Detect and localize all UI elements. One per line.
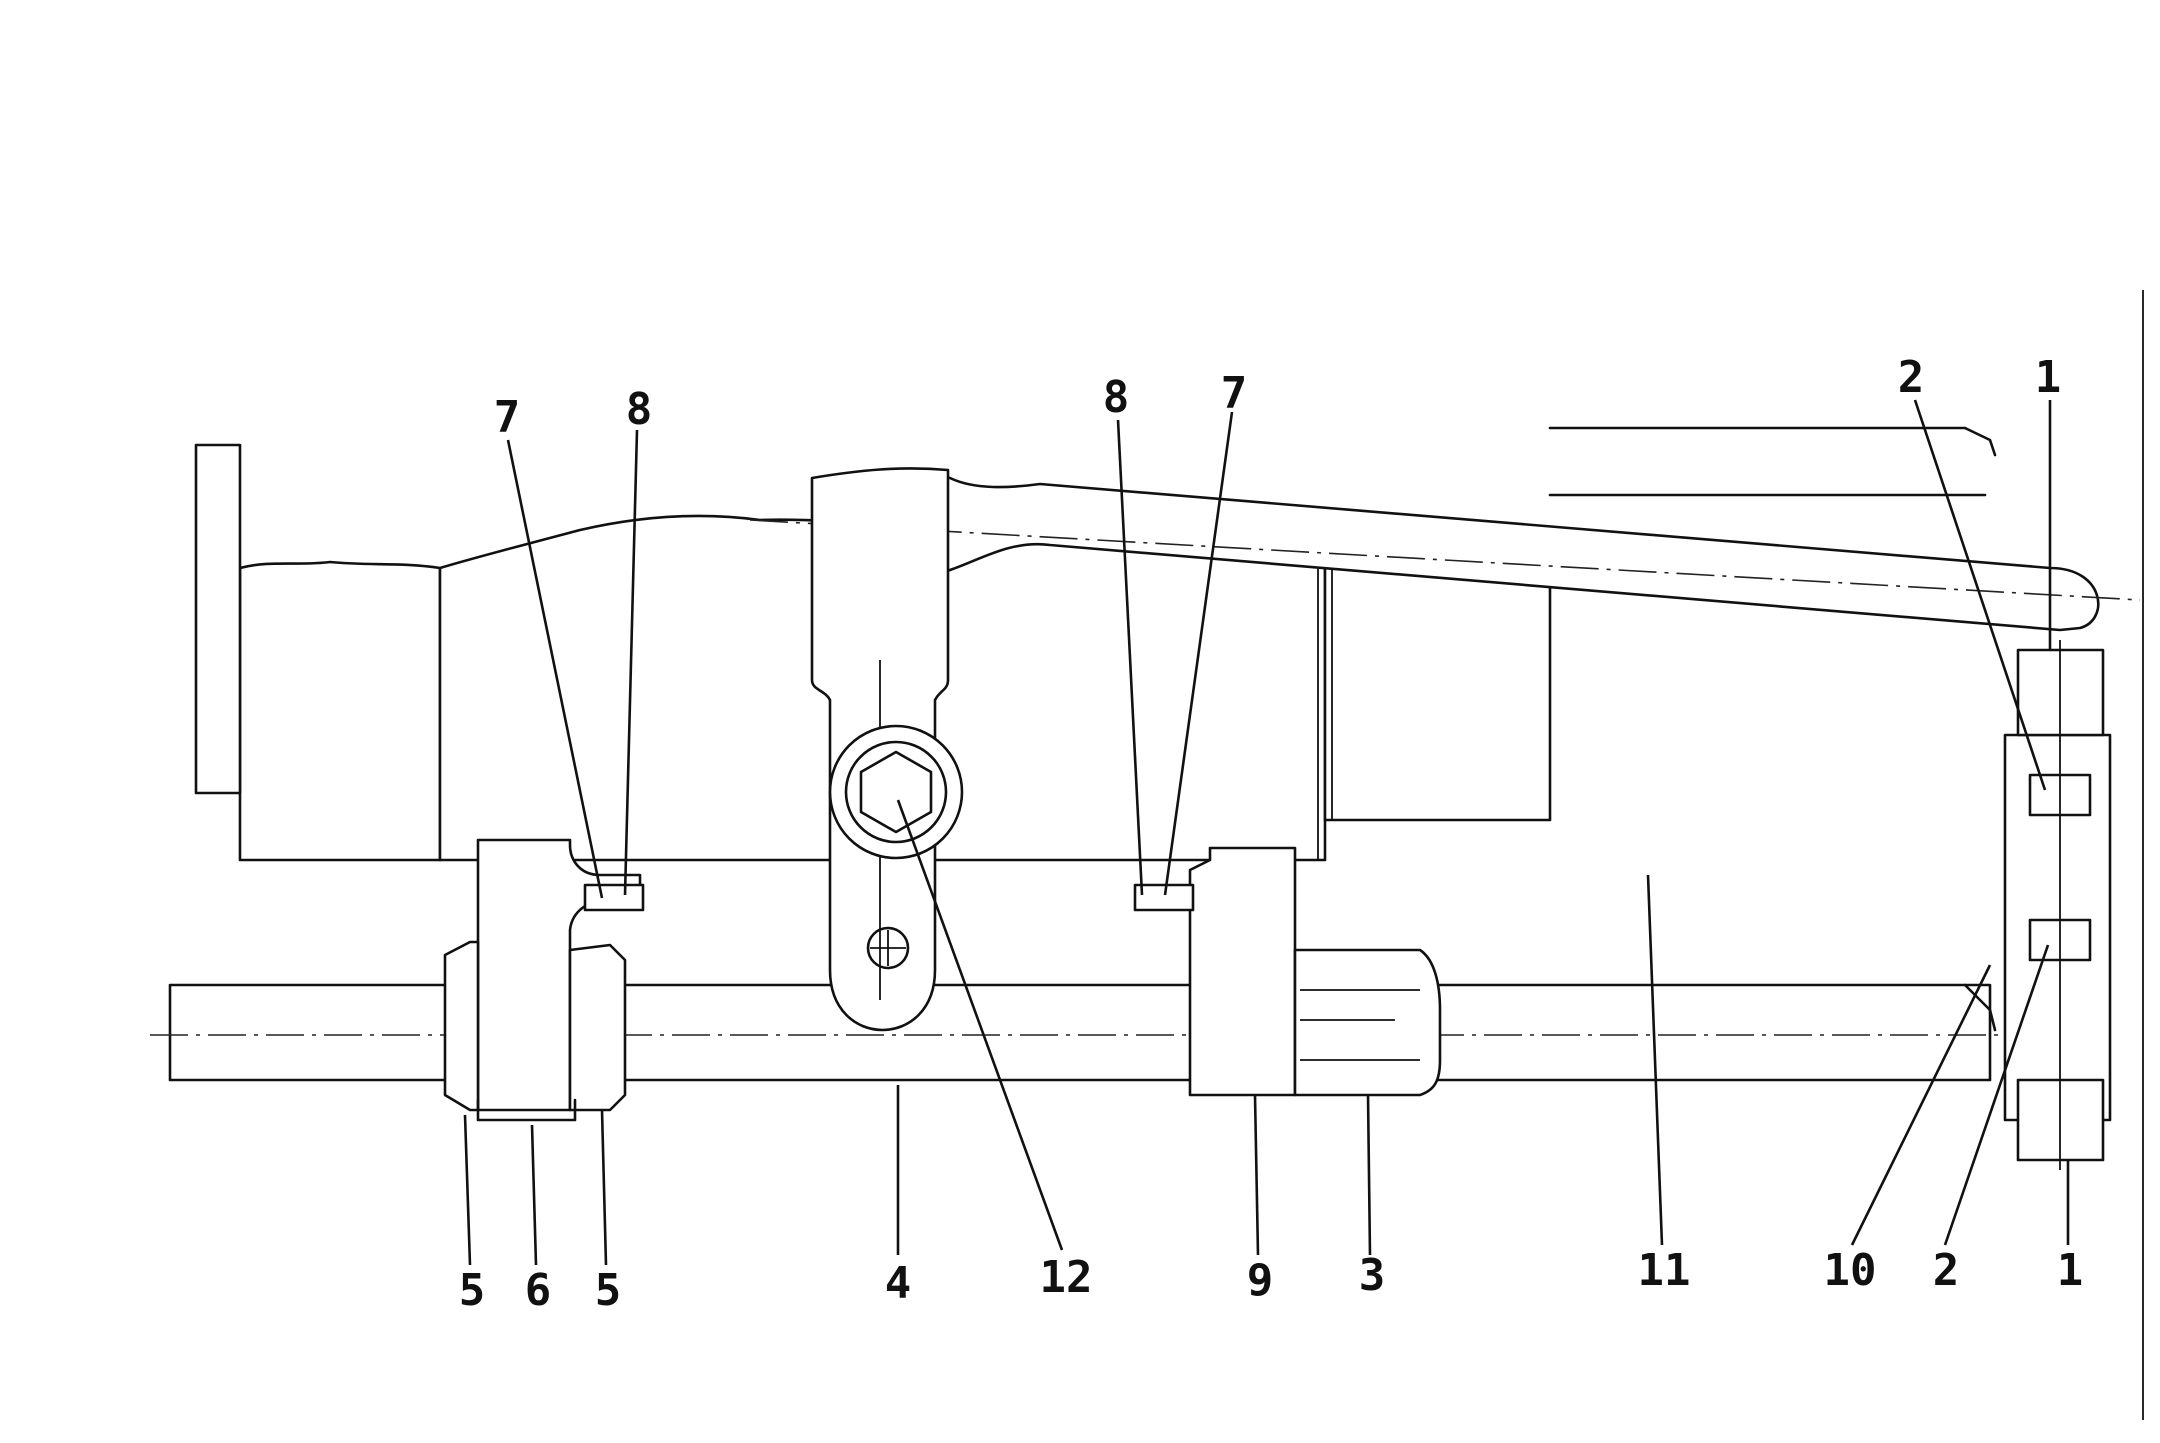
lower-rod <box>150 983 2090 1082</box>
callout-7: 7 <box>1221 368 1248 419</box>
callout-11: 11 <box>1638 1245 1691 1296</box>
tie-rod <box>749 426 2141 632</box>
middle-bracket <box>1133 846 1442 1097</box>
bolt-end <box>194 443 242 795</box>
center-arm <box>810 467 964 1032</box>
callout-10: 10 <box>1824 1245 1877 1296</box>
callout-2: 2 <box>1898 352 1925 403</box>
leader-lines <box>463 399 2070 1266</box>
callout-8: 8 <box>1103 372 1130 423</box>
callout-12: 12 <box>1040 1252 1093 1303</box>
callout-5: 5 <box>595 1265 622 1316</box>
callout-1: 1 <box>2035 352 2062 403</box>
upper-tube <box>194 443 1552 862</box>
callout-8: 8 <box>626 384 653 435</box>
callout-3: 3 <box>1359 1250 1386 1301</box>
callout-4: 4 <box>885 1258 912 1309</box>
callout-9: 9 <box>1247 1255 1274 1306</box>
callout-1: 1 <box>2057 1245 2084 1296</box>
callout-5: 5 <box>459 1265 486 1316</box>
callout-2: 2 <box>1933 1245 1960 1296</box>
left-clamp <box>443 838 645 1122</box>
callout-7: 7 <box>494 392 521 443</box>
callout-labels: 7 8 8 7 2 1 5 6 5 4 12 9 3 11 10 2 1 <box>459 352 2084 1316</box>
right-end-block <box>2003 640 2112 1170</box>
callout-6: 6 <box>525 1265 552 1316</box>
